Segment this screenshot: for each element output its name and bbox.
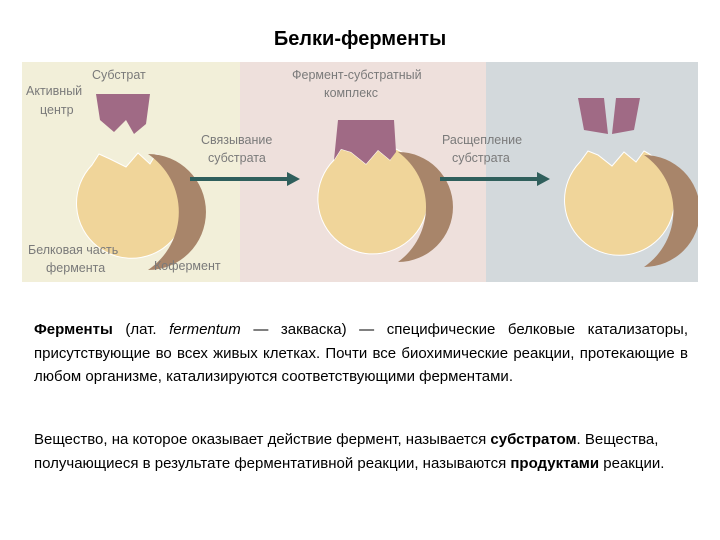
label-active-center-1: Активный [26, 84, 82, 98]
term-substrate: субстратом [490, 431, 577, 448]
substrate-free [96, 94, 150, 134]
label-protein-part-2: фермента [46, 261, 105, 275]
term-enzymes: Ферменты [34, 321, 113, 338]
paragraph-substrate: Вещество, на которое оказывает действие … [34, 428, 688, 475]
term-products: продуктами [510, 454, 600, 472]
label-complex-2: комплекс [324, 86, 378, 100]
label-substrate: Субстрат [92, 68, 146, 82]
p2-text-b: . Вещества, получающиеся в результате фе… [34, 431, 659, 472]
enzyme-free [76, 152, 206, 270]
label-binding-1: Связывание [201, 133, 272, 147]
label-protein-part-1: Белковая часть [28, 243, 118, 257]
page-title: Белки-ферменты [273, 28, 447, 50]
enzyme-complex [317, 120, 453, 262]
p1-text-a: (лат. [112, 321, 170, 338]
product-left [578, 98, 608, 134]
paragraph-definition: Ферменты (лат. fermentum — закваска) — с… [34, 318, 688, 389]
label-binding-2: субстрата [208, 151, 266, 165]
arrow-binding [190, 172, 300, 186]
substrate-bound [334, 120, 396, 164]
label-cleavage-2: субстрата [452, 151, 510, 165]
coenzyme-part [148, 154, 206, 270]
label-complex-1: Фермент-субстратный [292, 68, 422, 82]
label-cleavage-1: Расщепление [442, 133, 522, 147]
latin-term: fermentum [169, 321, 241, 338]
label-active-center-2: центр [40, 103, 74, 117]
p1-text-b: — закваска) — специфические белковые кат… [34, 321, 688, 385]
product-right [612, 98, 640, 134]
label-coenzyme: Кофермент [154, 259, 221, 273]
enzyme-after [564, 150, 698, 267]
enzyme-substrate-diagram: Субстрат Активный центр Связывание субст… [22, 62, 698, 282]
p2-text-a: Вещество, на которое оказывает действие … [34, 431, 491, 448]
arrow-cleavage [440, 172, 550, 186]
p2-text-c: реакции. [599, 454, 665, 472]
